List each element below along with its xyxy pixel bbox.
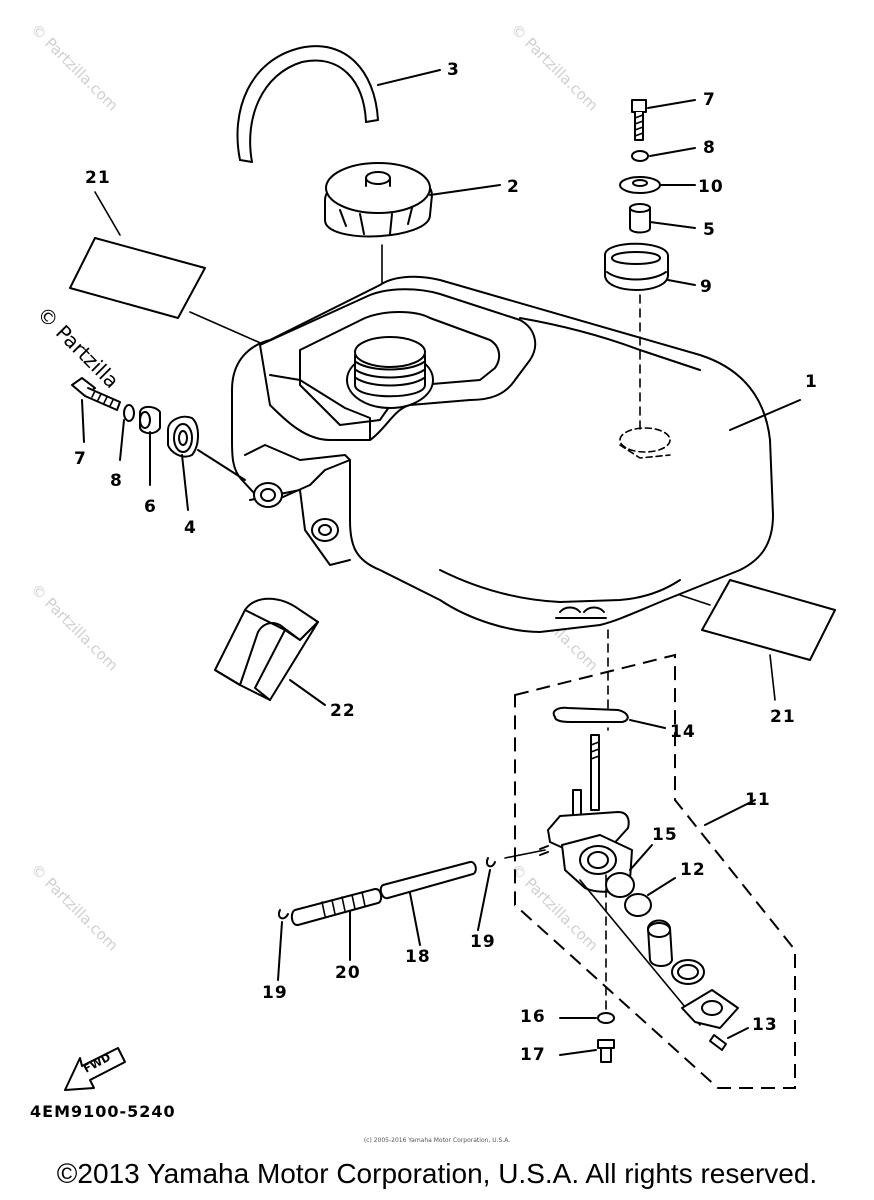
callout-7: 7 — [703, 90, 716, 110]
copyright-footer: ©2013 Yamaha Motor Corporation, U.S.A. A… — [56, 1158, 818, 1189]
callout-1: 1 — [805, 372, 818, 392]
copyright-small-note: (c) 2005-2016 Yamaha Motor Corporation, … — [363, 1137, 511, 1144]
callout-8: 8 — [703, 138, 716, 158]
callout-9: 9 — [700, 277, 713, 297]
callout-17: 17 — [520, 1045, 546, 1065]
callout-labels: 3 2 7 8 10 5 9 1 21 21 7 8 6 4 22 14 11 … — [74, 60, 818, 1065]
callout-14: 14 — [670, 722, 696, 742]
callout-10: 10 — [698, 177, 724, 197]
part-21-label-right — [679, 579, 836, 701]
part-22-protector — [214, 597, 326, 706]
callout-7: 7 — [74, 449, 87, 469]
callout-5: 5 — [703, 220, 716, 240]
part-2-fuel-cap — [324, 162, 501, 351]
callout-6: 6 — [144, 497, 157, 517]
filler-neck — [346, 336, 434, 409]
callout-21: 21 — [770, 707, 796, 727]
callout-15: 15 — [652, 825, 678, 845]
part-21-label-left — [69, 191, 266, 346]
part-11-fuel-cock-assembly — [504, 629, 796, 1089]
callout-2: 2 — [507, 177, 520, 197]
watermark-text: © Partzilla.com — [27, 860, 122, 955]
fuel-hose-and-clips — [277, 857, 496, 981]
callout-8: 8 — [110, 471, 123, 491]
part-code: 4EM9100-5240 — [30, 1102, 176, 1121]
callout-19: 19 — [470, 932, 496, 952]
watermark-text: © Partzilla.com — [507, 20, 602, 115]
part-1-fuel-tank — [231, 275, 801, 633]
callout-13: 13 — [752, 1015, 778, 1035]
watermark-text: © Partzilla.com — [27, 20, 122, 115]
callout-11: 11 — [745, 790, 771, 810]
left-mount-hardware — [71, 377, 246, 511]
callout-20: 20 — [335, 963, 361, 983]
callout-18: 18 — [405, 947, 431, 967]
fwd-arrow-icon: FWD — [64, 1047, 126, 1091]
callout-22: 22 — [330, 701, 356, 721]
watermark-partzilla: © Partzilla — [32, 302, 123, 393]
callout-12: 12 — [680, 860, 706, 880]
part-3-breather-hose — [236, 45, 441, 163]
watermark-text: © Partzilla.com — [27, 580, 122, 675]
callout-16: 16 — [520, 1007, 546, 1027]
callout-3: 3 — [447, 60, 460, 80]
callout-21: 21 — [85, 168, 111, 188]
callout-19: 19 — [262, 983, 288, 1003]
right-mount-hardware — [604, 99, 696, 431]
callout-4: 4 — [184, 518, 197, 538]
